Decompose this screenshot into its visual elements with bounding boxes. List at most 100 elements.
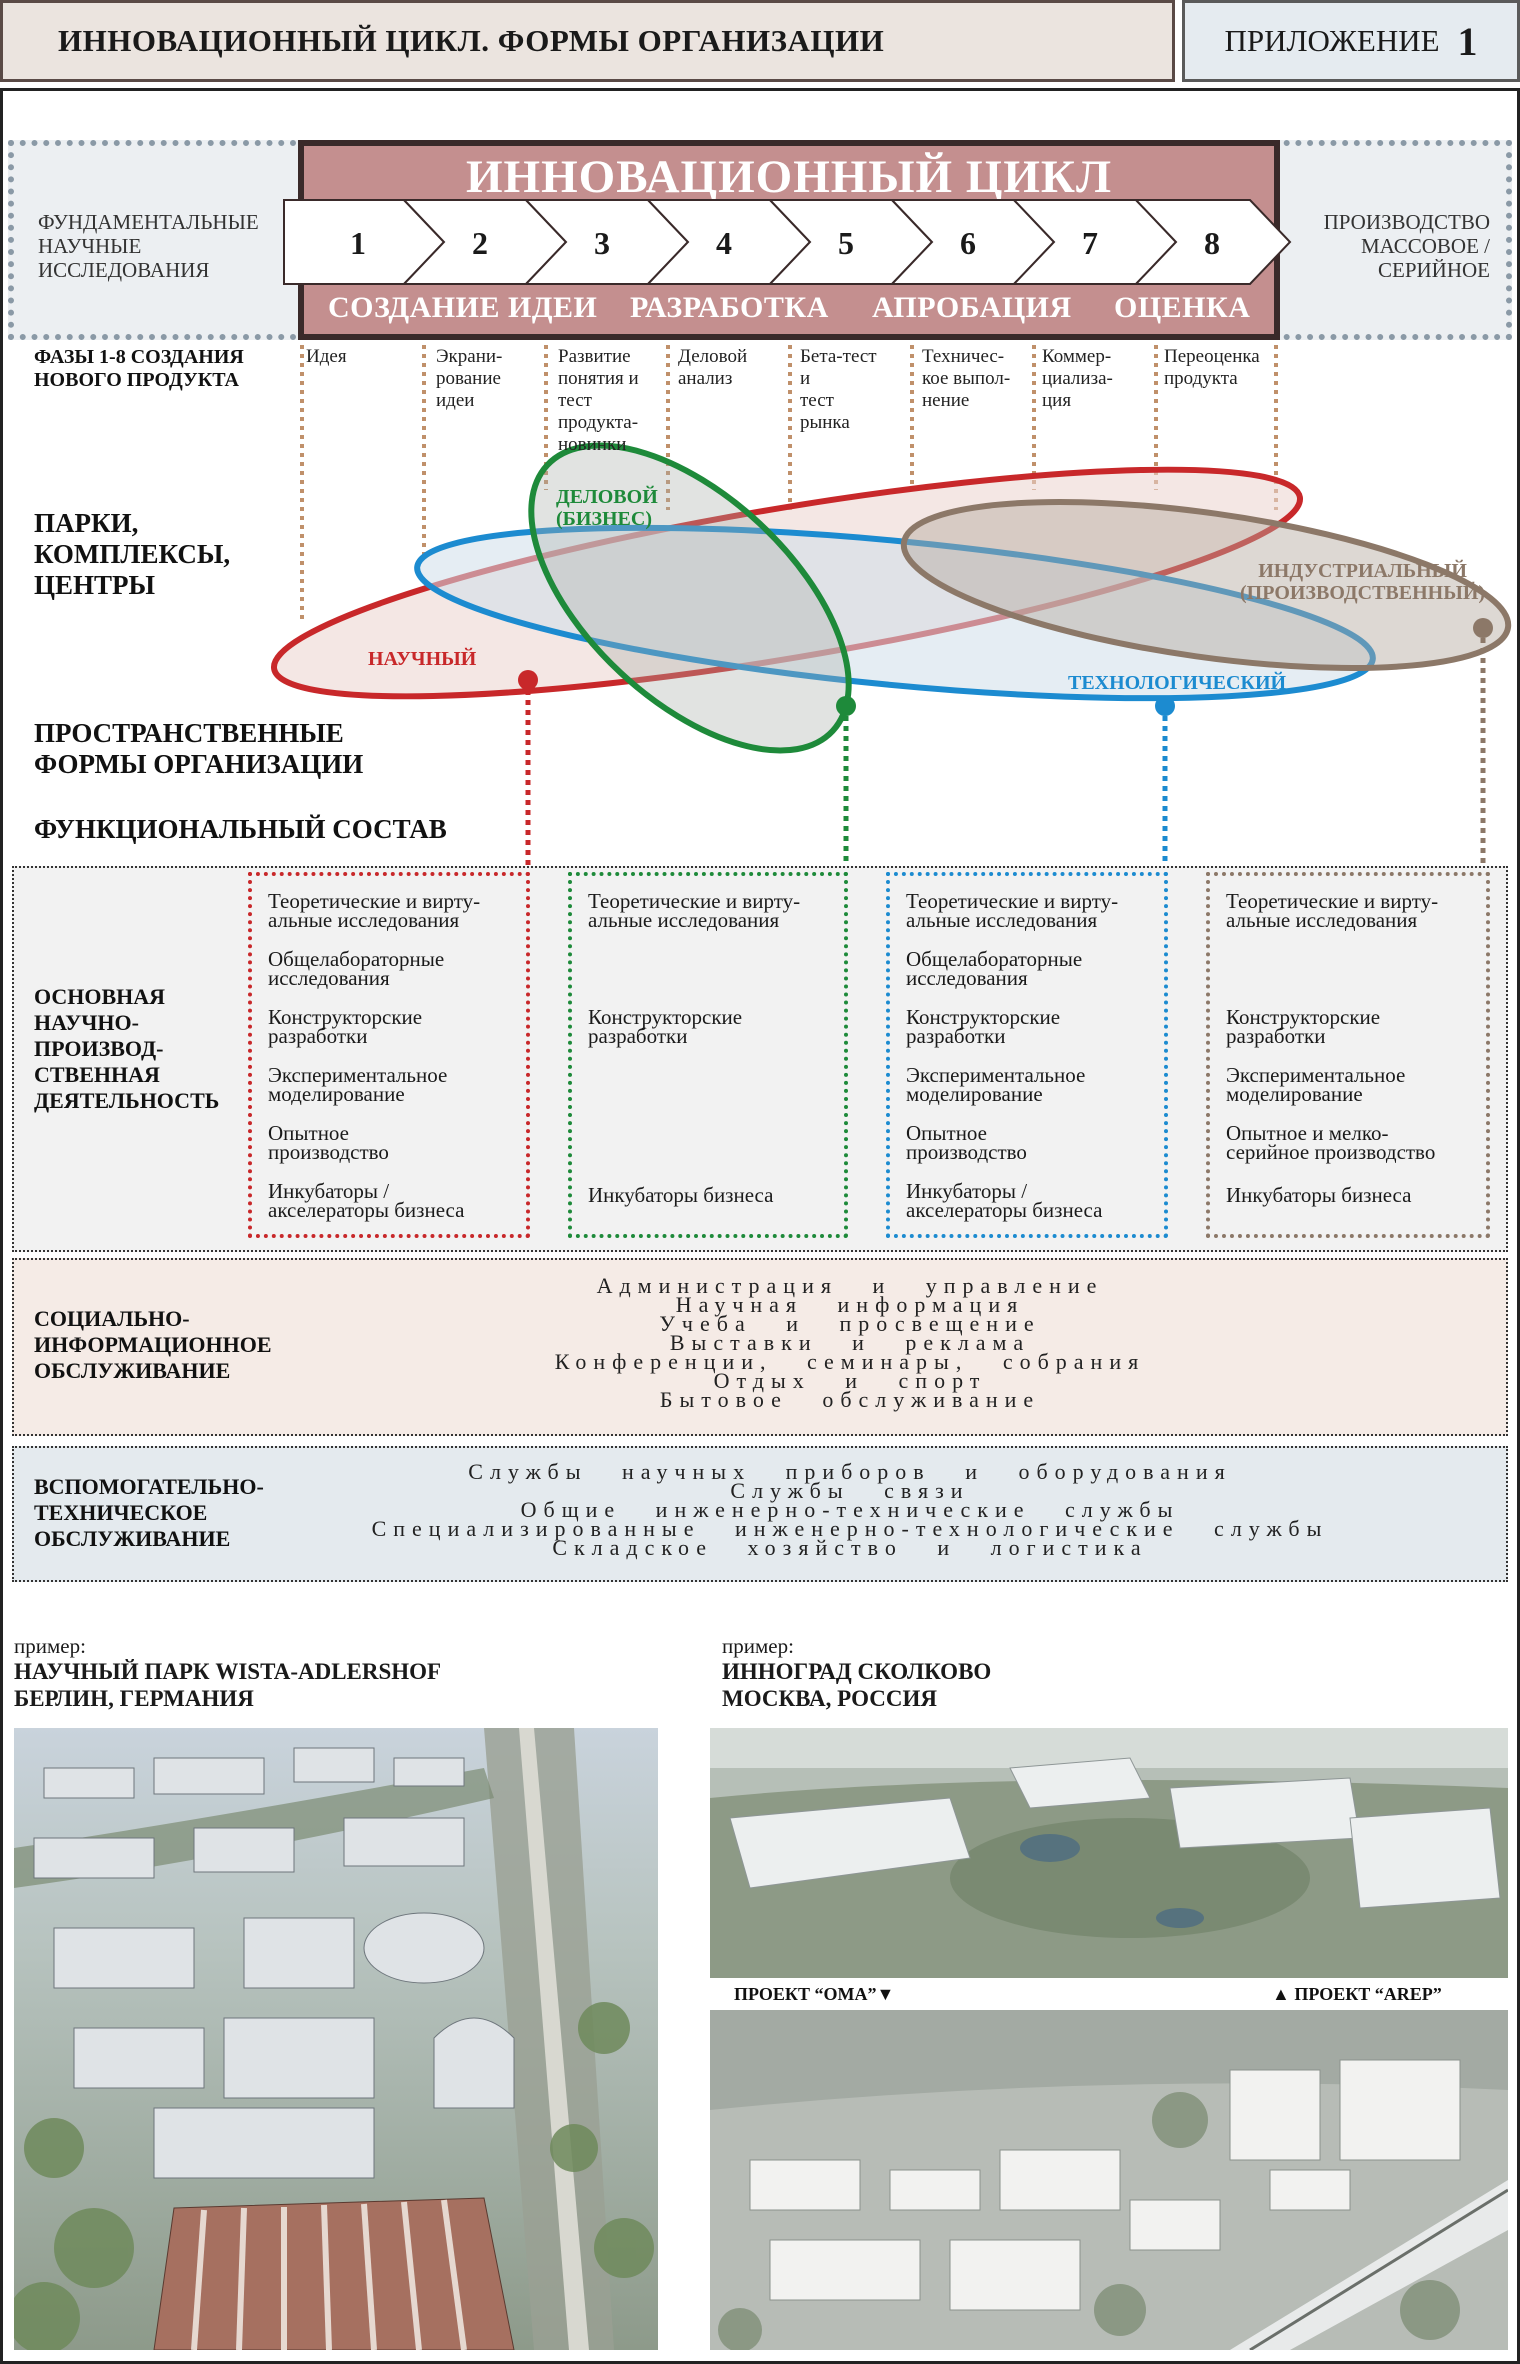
auxiliary-item: Службы связи bbox=[730, 1478, 970, 1503]
business-dot bbox=[836, 696, 856, 716]
fundamental-research-box: ФУНДАМЕНТАЛЬНЫЕ НАУЧНЫЕ ИССЛЕДОВАНИЯ bbox=[8, 140, 308, 340]
social-item: Бытовое обслуживание bbox=[659, 1387, 1041, 1412]
function-line: альные исследования bbox=[1226, 908, 1418, 932]
auxiliary-item: Общие инженерно-технические службы bbox=[520, 1497, 1180, 1522]
technological-dot bbox=[1155, 696, 1175, 716]
main-activity-line: ДЕЯТЕЛЬНОСТЬ bbox=[34, 1088, 220, 1113]
phase-label-5: Бета-тест и тест рынка bbox=[800, 346, 877, 434]
appendix-label: ПРИЛОЖЕНИЕ bbox=[1224, 23, 1440, 58]
oma-caption: ПРОЕКТ “OMA”▼ bbox=[734, 1984, 895, 2004]
function-line: альные исследования bbox=[268, 908, 460, 932]
phase-label-line: Деловой bbox=[678, 346, 748, 367]
example-location: БЕРЛИН, ГЕРМАНИЯ bbox=[14, 1686, 254, 1711]
phase-label-line: анализ bbox=[678, 368, 733, 389]
auxiliary-services-box bbox=[12, 1446, 1508, 1582]
function-item: Опытное и мелко-серийное производство bbox=[1226, 1123, 1435, 1163]
phase-label-line: Бета-тест bbox=[800, 346, 877, 367]
function-item: Инкубаторы /акселераторы бизнеса bbox=[268, 1179, 464, 1221]
functional-composition-heading: ФУНКЦИОНАЛЬНЫЙ СОСТАВ bbox=[34, 814, 447, 844]
function-line: Конструкторские bbox=[906, 1005, 1061, 1029]
industrial-park-label-line: ИНДУСТРИАЛЬНЫЙ bbox=[1258, 560, 1467, 582]
function-line: разработки bbox=[1226, 1024, 1326, 1048]
phase-label-1: Идея bbox=[306, 346, 347, 368]
social-item: Учеба и просвещение bbox=[659, 1311, 1041, 1336]
function-line: Общелабораторные bbox=[906, 947, 1083, 971]
step-arrow bbox=[1133, 199, 1292, 285]
function-line: Теоретические и вирту- bbox=[1226, 889, 1439, 913]
cycle-title: ИННОВАЦИОННЫЙ ЦИКЛ bbox=[465, 151, 1113, 203]
social-item: Выставки и реклама bbox=[669, 1330, 1031, 1355]
example-right-caption: пример: ИННОГРАД СКОЛКОВО МОСКВА, РОССИЯ bbox=[722, 1634, 991, 1712]
business-function-column: Теоретические и вирту-альные исследовани… bbox=[568, 872, 848, 1238]
phase-caption: ФАЗЫ 1-8 СОЗДАНИЯ НОВОГО ПРОДУКТА bbox=[34, 346, 244, 392]
parks-heading-line: ЦЕНТРЫ bbox=[34, 570, 156, 600]
main-activity-line: СТВЕННАЯ bbox=[34, 1062, 160, 1087]
example-title: НАУЧНЫЙ ПАРК WISTA-ADLERSHOF bbox=[14, 1659, 442, 1684]
social-item: Отдых и спорт bbox=[713, 1368, 987, 1393]
phase-label-line: идеи bbox=[436, 390, 475, 411]
function-line: Инкубаторы бизнеса bbox=[588, 1183, 774, 1207]
function-line: разработки bbox=[906, 1024, 1006, 1048]
example-label: пример: bbox=[14, 1634, 86, 1658]
column-connectors bbox=[525, 628, 1486, 872]
main-activity-line: ОСНОВНАЯ bbox=[34, 984, 166, 1009]
step-number: 1 bbox=[350, 225, 366, 261]
function-line: Экспериментальное bbox=[1226, 1063, 1406, 1087]
function-line: исследования bbox=[906, 966, 1028, 990]
function-line: Конструкторские bbox=[1226, 1005, 1381, 1029]
function-line: Инкубаторы / bbox=[268, 1179, 390, 1203]
auxiliary-item: Складское хозяйство и логистика bbox=[552, 1535, 1148, 1560]
phase-label-3: Развитие понятия и тест продукта- новинк… bbox=[558, 346, 639, 456]
skolkovo-oma-render bbox=[710, 1728, 1508, 1978]
industrial-park-label: ИНДУСТРИАЛЬНЫЙ (ПРОИЗВОДСТВЕННЫЙ) bbox=[1240, 560, 1485, 604]
function-line: Теоретические и вирту- bbox=[268, 889, 481, 913]
function-line: Экспериментальное bbox=[268, 1063, 448, 1087]
function-line: Теоретические и вирту- bbox=[906, 889, 1119, 913]
business-park-label-line: (БИЗНЕС) bbox=[556, 508, 652, 530]
step-number: 2 bbox=[472, 225, 488, 261]
example-location: МОСКВА, РОССИЯ bbox=[722, 1686, 937, 1711]
function-line: производство bbox=[268, 1140, 389, 1164]
phase-label-line: тест bbox=[558, 390, 592, 411]
parks-heading: ПАРКИ, КОМПЛЕКСЫ, ЦЕНТРЫ bbox=[34, 508, 230, 601]
left-note-line: ИССЛЕДОВАНИЯ bbox=[38, 258, 210, 282]
function-line: моделирование bbox=[1226, 1082, 1363, 1106]
function-line: Экспериментальное bbox=[906, 1063, 1086, 1087]
phase-label-line: ция bbox=[1042, 390, 1072, 411]
phase-label-line: Техничес- bbox=[922, 346, 1005, 367]
phase-caption-line: НОВОГО ПРОДУКТА bbox=[34, 369, 239, 391]
step-number: 6 bbox=[960, 225, 976, 261]
social-services-heading: СОЦИАЛЬНО- ИНФОРМАЦИОННОЕ ОБСЛУЖИВАНИЕ bbox=[34, 1306, 272, 1384]
step-numbers: 1 2 3 4 5 6 7 8 bbox=[350, 225, 1220, 261]
main-activity-box bbox=[12, 866, 1508, 1252]
industrial-park-ellipse bbox=[900, 499, 1512, 671]
phase-label-line: рование bbox=[436, 368, 501, 389]
auxiliary-services-heading: ВСПОМОГАТЕЛЬНО- ТЕХНИЧЕСКОЕ ОБСЛУЖИВАНИЕ bbox=[34, 1474, 264, 1552]
auxiliary-services-list: Службы научных приборов и оборудования С… bbox=[300, 1459, 1400, 1560]
function-line: акселераторы бизнеса bbox=[906, 1198, 1103, 1222]
function-line: разработки bbox=[588, 1024, 688, 1048]
phase-label-2: Экрани- рование идеи bbox=[436, 346, 502, 412]
main-activity-heading: ОСНОВНАЯ НАУЧНО- ПРОИЗВОД- СТВЕННАЯ ДЕЯТ… bbox=[34, 984, 219, 1114]
function-line: разработки bbox=[268, 1024, 368, 1048]
right-note-line: СЕРИЙНОЕ bbox=[1377, 258, 1490, 282]
parks-heading-line: КОМПЛЕКСЫ, bbox=[34, 539, 231, 569]
technological-park-label: ТЕХНОЛОГИЧЕСКИЙ bbox=[1068, 672, 1287, 694]
function-line: Теоретические и вирту- bbox=[588, 889, 801, 913]
function-line: Конструкторские bbox=[588, 1005, 743, 1029]
right-note-line: МАССОВОЕ / bbox=[1360, 234, 1490, 258]
phase-caption-line: ФАЗЫ 1-8 СОЗДАНИЯ bbox=[34, 346, 244, 368]
phase-label-line: Идея bbox=[306, 346, 347, 367]
social-heading-line: ОБСЛУЖИВАНИЕ bbox=[34, 1358, 231, 1383]
left-note-line: НАУЧНЫЕ bbox=[38, 234, 142, 258]
spatial-forms-heading: ПРОСТРАНСТВЕННЫЕ ФОРМЫ ОРГАНИЗАЦИИ bbox=[34, 718, 363, 780]
function-line: Инкубаторы / bbox=[906, 1179, 1028, 1203]
auxiliary-item: Службы научных приборов и оборудования bbox=[468, 1459, 1232, 1484]
step-number: 7 bbox=[1082, 225, 1098, 261]
function-item: Теоретические и вирту-альные исследовани… bbox=[588, 889, 801, 931]
spatial-heading-line: ФОРМЫ ОРГАНИЗАЦИИ bbox=[34, 749, 364, 779]
